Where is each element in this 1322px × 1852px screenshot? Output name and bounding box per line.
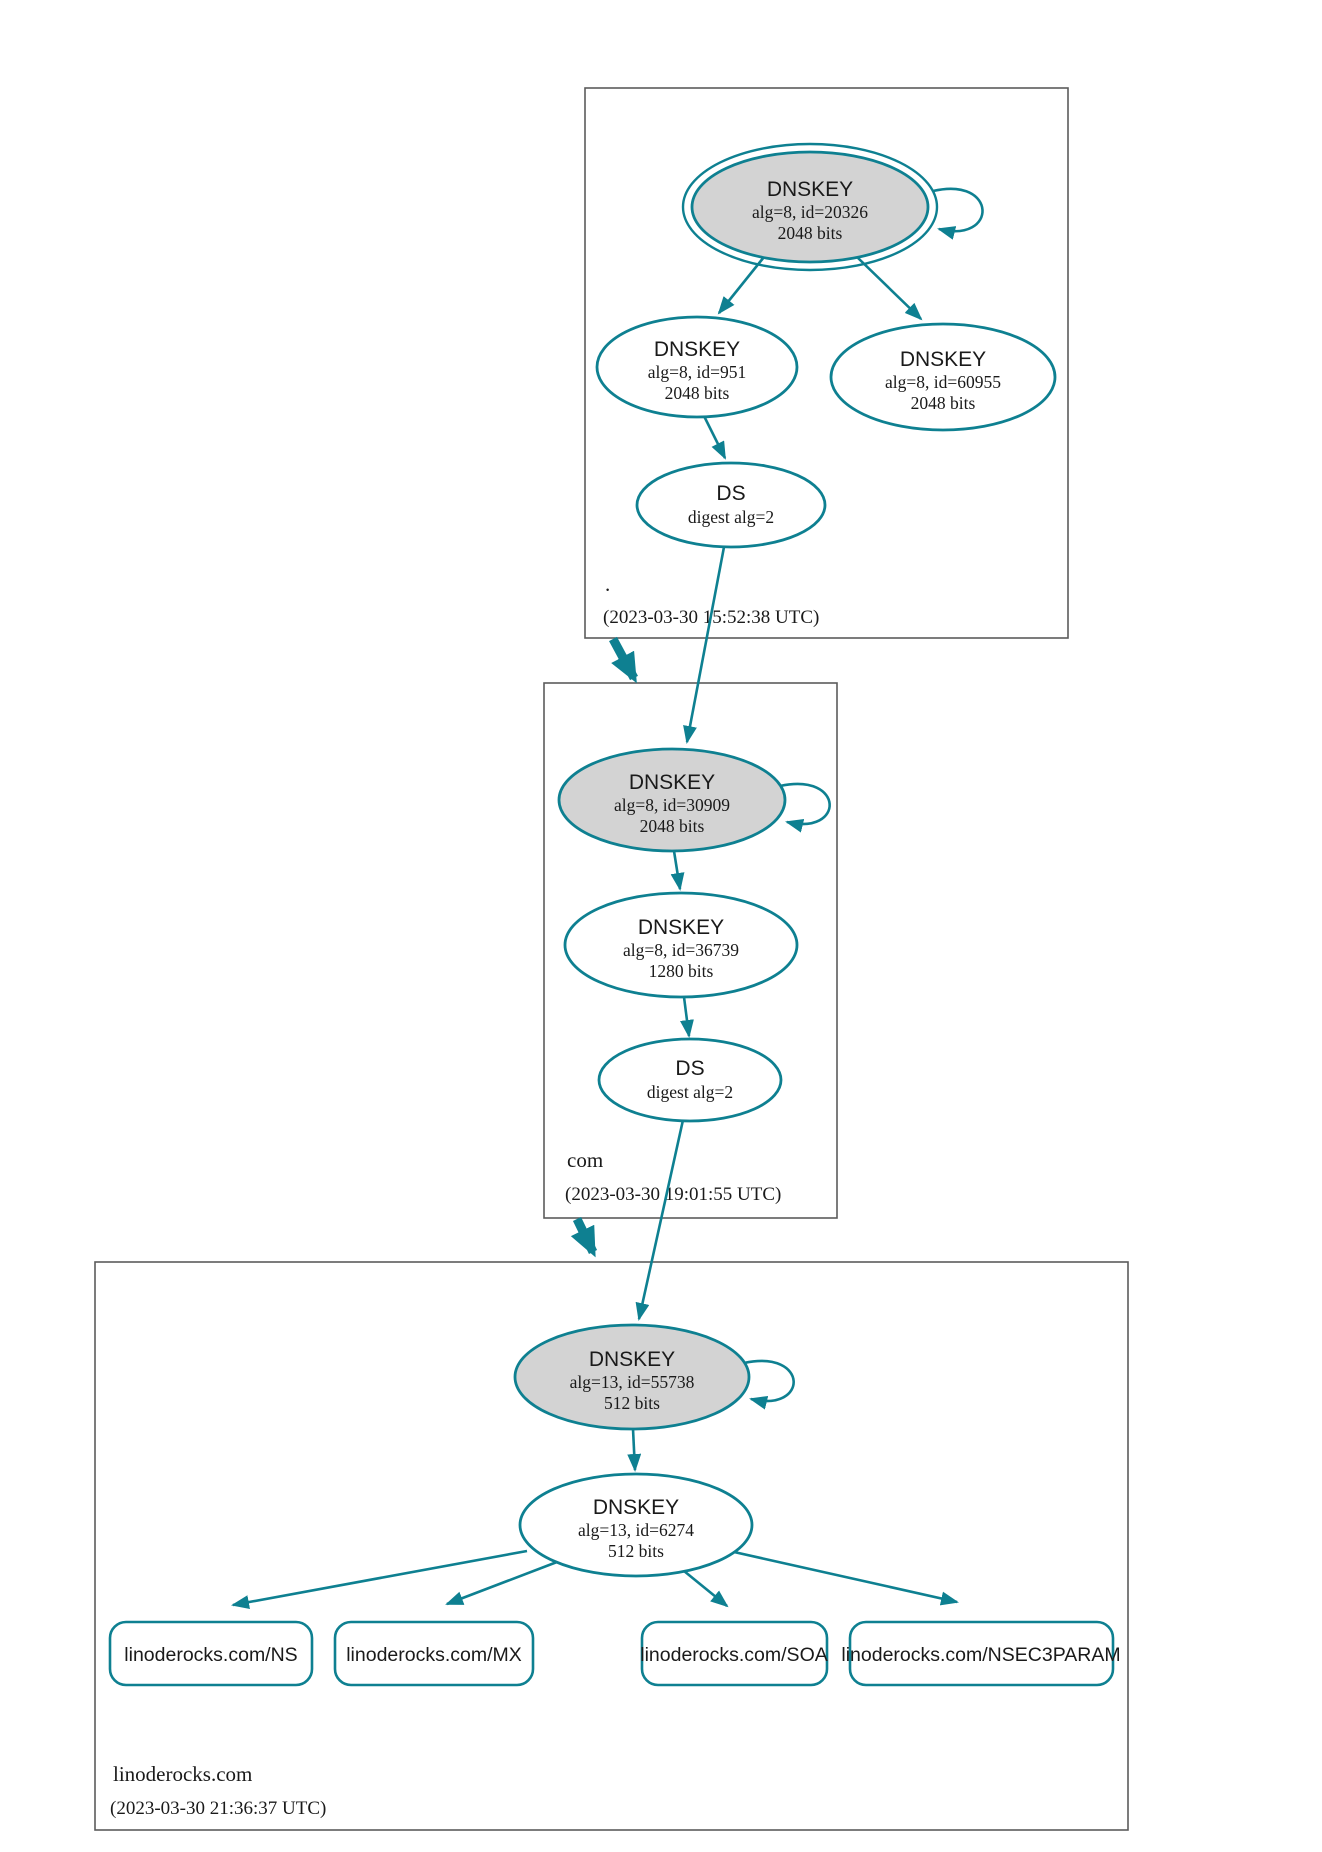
edge-root-zsk1-to-ds [702,415,727,460]
root-ksk-detail1: alg=8, id=20326 [752,202,868,222]
com-ksk-detail1: alg=8, id=30909 [614,795,730,815]
edge-com-zsk-to-ds [680,996,694,1038]
linoderocks-zsk-dnskey-node: DNSKEY alg=13, id=6274 512 bits [518,1472,754,1578]
rrset-nsec3param-box [848,1620,1115,1687]
rrset-ns-box [108,1620,314,1687]
com-ksk-title: DNSKEY [629,771,715,794]
root-zsk1-detail2: 2048 bits [665,383,730,403]
zone-com-labels: com (2023-03-30 19:01:55 UTC) [565,1148,781,1205]
rrset-soa-label: linoderocks.com/SOA [640,1644,828,1666]
root-ksk-ellipse [690,150,930,264]
edge-root-ksk-to-zsk1 [717,256,766,315]
zone-linoderocks-timestamp: (2023-03-30 21:36:37 UTC) [110,1798,326,1819]
edge-com-ksk-to-zsk [670,850,685,891]
zone-linoderocks-name: linoderocks.com [113,1762,252,1786]
trust-anchor-outer-ring [681,142,939,272]
zone-root-name: . [605,572,610,596]
root-ds-detail1: digest alg=2 [688,507,774,527]
rrset-mx-label: linoderocks.com/MX [346,1644,522,1666]
root-zsk2-detail1: alg=8, id=60955 [885,372,1001,392]
linoderocks-ksk-title: DNSKEY [589,1348,675,1371]
com-zsk-ellipse [563,891,799,999]
rrset-nsec3param-node: linoderocks.com/NSEC3PARAM [841,1620,1121,1687]
linoderocks-ksk-detail2: 512 bits [604,1393,660,1413]
root-ksk-dnskey-node: DNSKEY alg=8, id=20326 2048 bits [681,142,939,272]
edge-com-ds-to-linoderocks-ksk [635,1119,685,1321]
com-ksk-dnskey-node: DNSKEY alg=8, id=30909 2048 bits [557,747,787,853]
com-ds-node: DS digest alg=2 [597,1037,783,1123]
zone-linoderocks-labels: linoderocks.com (2023-03-30 21:36:37 UTC… [110,1762,326,1819]
zone-com-name: com [567,1148,603,1172]
root-ksk-detail2: 2048 bits [778,223,843,243]
linoderocks-ksk-dnskey-node: DNSKEY alg=13, id=55738 512 bits [513,1323,751,1431]
root-zsk2-ellipse [829,322,1057,432]
edge-zsk-to-rrset-ns [231,1549,528,1609]
zone-com-timestamp: (2023-03-30 19:01:55 UTC) [565,1184,781,1205]
delegation-arrow-root-to-com [609,636,638,684]
rrset-soa-node: linoderocks.com/SOA [640,1620,829,1687]
edge-root-ds-to-com-ksk [683,546,726,744]
rrset-ns-node: linoderocks.com/NS [108,1620,314,1687]
com-ds-ellipse [597,1037,783,1123]
root-ds-ellipse [635,461,827,549]
edge-com-ksk-selfsign [779,782,831,833]
root-zsk1-ellipse [595,315,799,419]
delegation-arrow-com-to-linoderocks [570,1217,598,1258]
root-zsk1-title: DNSKEY [654,338,740,361]
edge-zsk-to-rrset-soa [683,1569,729,1608]
linoderocks-zsk-detail1: alg=13, id=6274 [578,1520,694,1540]
com-zsk-dnskey-node: DNSKEY alg=8, id=36739 1280 bits [563,891,799,999]
root-zsk2-detail2: 2048 bits [911,393,976,413]
rrset-mx-box [333,1620,535,1687]
com-ksk-ellipse [557,747,787,853]
root-ksk-title: DNSKEY [767,178,853,201]
com-zsk-detail2: 1280 bits [649,961,714,981]
root-zsk1-detail1: alg=8, id=951 [648,362,746,382]
linoderocks-zsk-ellipse [518,1472,754,1578]
rrset-soa-box [640,1620,829,1687]
linoderocks-ksk-ellipse [513,1323,751,1431]
com-ds-detail1: digest alg=2 [647,1082,733,1102]
com-zsk-title: DNSKEY [638,916,724,939]
com-ksk-detail2: 2048 bits [640,816,705,836]
root-zsk2-title: DNSKEY [900,348,986,371]
edge-zsk-to-rrset-mx [445,1560,558,1606]
edge-root-ksk-selfsign [932,187,984,240]
com-ds-title: DS [675,1057,704,1080]
root-zsk1-dnskey-node: DNSKEY alg=8, id=951 2048 bits [595,315,799,419]
rrset-ns-label: linoderocks.com/NS [124,1644,297,1666]
rrset-nsec3param-label: linoderocks.com/NSEC3PARAM [841,1644,1120,1666]
linoderocks-ksk-detail1: alg=13, id=55738 [570,1372,695,1392]
edge-root-ksk-to-zsk2 [857,257,923,321]
linoderocks-zsk-detail2: 512 bits [608,1541,664,1561]
zone-root-box [584,87,1069,639]
com-zsk-detail1: alg=8, id=36739 [623,940,739,960]
edge-linoderocks-ksk-to-zsk [627,1428,642,1472]
root-ds-node: DS digest alg=2 [635,461,827,549]
edge-zsk-to-rrset-nsec3param [733,1550,959,1606]
edge-linoderocks-ksk-selfsign [743,1359,795,1410]
linoderocks-zsk-title: DNSKEY [593,1496,679,1519]
zone-linoderocks-box [94,1261,1129,1831]
zone-com-box [543,682,838,1219]
root-ds-title: DS [716,482,745,505]
root-zsk2-dnskey-node: DNSKEY alg=8, id=60955 2048 bits [829,322,1057,432]
rrset-mx-node: linoderocks.com/MX [333,1620,535,1687]
